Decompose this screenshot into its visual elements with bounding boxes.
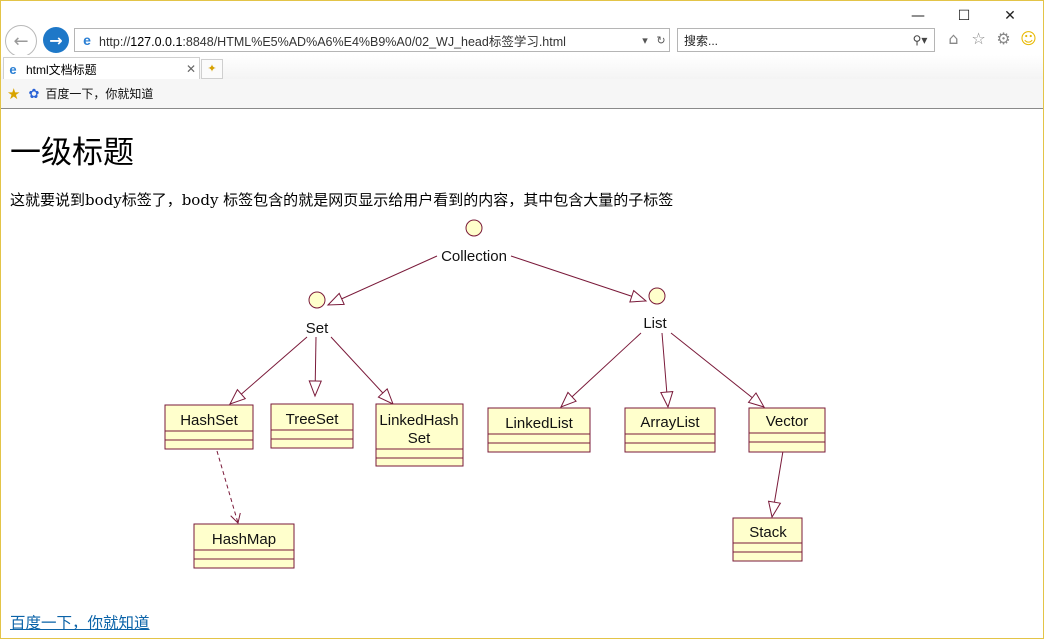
collection-label: Collection [441,248,507,265]
inheritance-lines [216,255,784,524]
back-button[interactable]: ← [5,25,37,57]
linkedhashset-label-line1: LinkedHash [379,412,458,429]
add-favorite-star-icon[interactable]: ★ [7,85,21,103]
url-prefix: http:// [99,34,131,49]
tab-ie-icon: e [9,61,17,77]
forward-arrow-icon: → [49,30,63,50]
baidu-paw-icon: ✿ [28,85,40,101]
address-bar[interactable]: e http://127.0.0.1:8848/HTML%E5%AD%A6%E4… [74,28,670,52]
search-box[interactable]: 搜索... ⚲▾ [677,28,935,52]
feedback-smiley-icon[interactable]: ☺ [1020,28,1037,48]
collection-uml-diagram: Collection Set List [164,219,826,569]
search-input[interactable]: 搜索... [684,33,719,48]
tab-html-document[interactable]: e html文档标题 ✕ [3,57,200,80]
ie-page-icon: e [83,32,91,48]
forward-button[interactable]: → [43,27,69,53]
new-tab-icon: ✦ [207,62,217,75]
set-interface-icon [308,291,326,309]
treeset-box [270,403,354,449]
toolbar-icons: ⌂ ☆ ⚙ ☺ [943,27,1039,49]
linkedlist-label: LinkedList [505,415,573,432]
list-interface-icon [648,287,666,305]
settings-gear-icon[interactable]: ⚙ [996,28,1011,48]
tab-label: html文档标题 [26,62,97,77]
vector-box [748,407,826,453]
favorite-link-baidu[interactable]: 百度一下，你就知道 [45,87,154,101]
arraylist-label: ArrayList [640,414,700,431]
treeset-label: TreeSet [286,411,340,428]
hashset-box [164,404,254,450]
refresh-icon[interactable]: ↻ [656,34,666,47]
list-label: List [643,315,667,332]
home-icon[interactable]: ⌂ [948,28,959,48]
search-icon[interactable]: ⚲▾ [912,33,928,47]
close-window-button[interactable]: ✕ [1004,8,1016,24]
stack-label: Stack [749,524,787,541]
edge-hashset-set [228,336,308,405]
edge-arraylist-list [660,332,674,409]
stack-box [732,517,803,562]
tab-bar: e html文档标题 ✕ ✦ [1,55,1043,80]
set-label: Set [306,320,329,337]
class-boxes [164,403,826,569]
collection-interface-icon [465,219,483,237]
linkedlist-box [487,407,591,453]
edge-vector-list [670,332,766,408]
address-dropdown-icon[interactable]: ▾ [642,34,648,47]
tab-close-icon[interactable]: ✕ [185,62,197,76]
edge-linkedlist-list [560,332,642,408]
window-controls: — ☐ ✕ [895,5,1033,27]
minimize-button[interactable]: — [911,8,925,24]
address-url[interactable]: http://127.0.0.1:8848/HTML%E5%AD%A6%E4%B… [99,31,637,50]
back-arrow-icon: ← [13,30,29,52]
edge-linkedhashset-set [330,336,394,405]
favorites-bar: ★ ✿ 百度一下，你就知道 [1,79,1043,109]
arraylist-box [624,407,716,453]
linkedhashset-label-line2: Set [408,430,431,447]
edge-list-collection [510,255,648,303]
vector-label: Vector [766,413,809,430]
hashmap-label: HashMap [212,531,276,548]
linkedhashset-box [375,403,464,467]
hashset-label: HashSet [180,412,238,429]
baidu-link[interactable]: 百度一下，你就知道 [10,614,150,632]
edge-set-collection [326,255,438,306]
edge-hashset-hashmap [216,450,241,524]
new-tab-button[interactable]: ✦ [201,59,223,79]
body-paragraph: 这就要说到body标签了，body 标签包含的就是网页显示给用户看到的内容，其中… [10,191,674,209]
edge-stack-vector [767,450,784,519]
page-heading: 一级标题 [10,135,134,171]
navigation-bar: ← → e http://127.0.0.1:8848/HTML%E5%AD%A… [1,23,1043,57]
url-host: 127.0.0.1 [130,34,183,49]
hashmap-box [193,523,295,569]
favorites-star-icon[interactable]: ☆ [971,28,986,48]
page-content: 一级标题 这就要说到body标签了，body 标签包含的就是网页显示给用户看到的… [1,109,1043,638]
url-path: :8848/HTML%E5%AD%A6%E4%B9%A0/02_WJ_head标… [182,34,566,49]
edge-treeset-set [308,336,323,398]
maximize-button[interactable]: ☐ [957,8,971,24]
